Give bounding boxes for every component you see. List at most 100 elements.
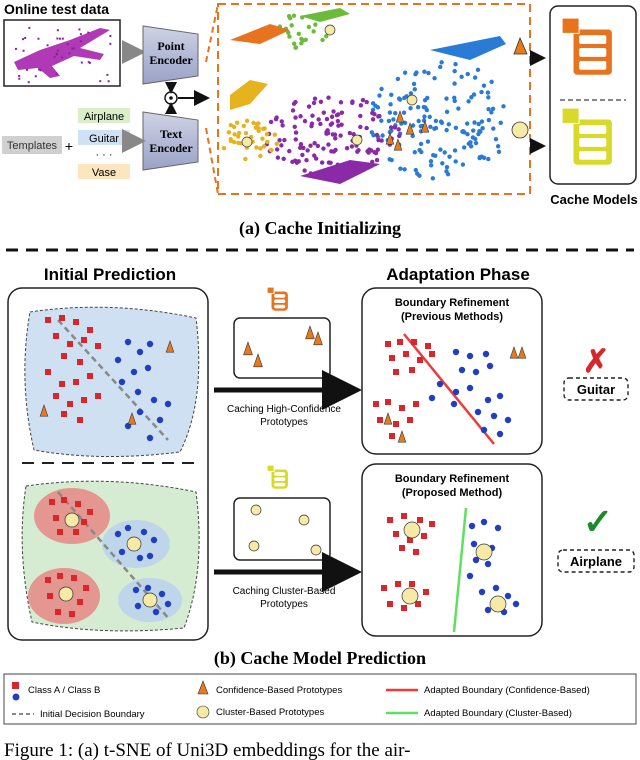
- class-b-point: [504, 592, 512, 600]
- embedding-point: [433, 118, 439, 124]
- embedding-point: [236, 134, 241, 139]
- embedding-point: [310, 113, 315, 118]
- embedding-point: [272, 132, 278, 137]
- embedding-point: [472, 120, 477, 125]
- embedding-point: [438, 147, 443, 152]
- class-b-point: [436, 380, 444, 388]
- text-encoder: Text Encoder: [142, 111, 199, 171]
- embedding-point: [461, 145, 467, 150]
- class-a-point: [73, 379, 79, 385]
- class-b-point: [136, 554, 144, 562]
- guitar-result-box: [563, 377, 629, 401]
- class-a-point: [87, 509, 93, 515]
- embedding-point: [349, 144, 355, 149]
- pc-point: [72, 47, 75, 50]
- class-a-point: [95, 393, 101, 399]
- embedding-point: [416, 118, 421, 124]
- embedding-point: [356, 148, 361, 153]
- embedding-point: [431, 152, 436, 158]
- embedding-point: [243, 130, 249, 136]
- embedding-point: [440, 161, 445, 166]
- guitar-result-label: Guitar: [577, 382, 615, 397]
- legend-class-ab: Class A / Class B: [28, 685, 100, 696]
- cache-models-box: [549, 5, 637, 185]
- embedding-point: [324, 131, 329, 136]
- class-a-point: [53, 515, 59, 521]
- pc-point: [79, 40, 82, 43]
- class-a-point: [423, 589, 429, 595]
- caching-cluster-label-1: Caching Cluster-Based: [233, 586, 336, 597]
- pc-point: [78, 28, 81, 31]
- embedding-point: [490, 106, 496, 112]
- embedding-point: [475, 67, 481, 72]
- embedding-point: [456, 106, 461, 111]
- embedding-point: [287, 148, 292, 154]
- class-airplane-label: Airplane: [84, 111, 124, 123]
- class-b-point: [504, 416, 512, 424]
- embedding-point: [231, 139, 237, 145]
- embedding-point: [442, 150, 447, 155]
- class-a-point: [61, 353, 67, 359]
- legend-cluster-protos: Cluster-Based Prototypes: [216, 707, 324, 718]
- embedding-point: [453, 61, 458, 67]
- pc-point: [56, 29, 59, 32]
- embedding-point: [277, 138, 282, 143]
- embedding-point: [279, 119, 284, 124]
- class-b-point: [458, 366, 466, 374]
- class-a-point: [413, 549, 419, 555]
- embedding-point: [479, 89, 484, 95]
- embedding-point: [282, 137, 287, 143]
- confidence-prototype: [305, 325, 315, 340]
- plane-shape-blue: [430, 36, 506, 60]
- class-b-point: [136, 348, 144, 356]
- embedding-point: [428, 124, 433, 130]
- class-a-point: [81, 519, 87, 525]
- pc-point: [56, 49, 59, 52]
- embedding-point: [241, 123, 246, 129]
- embedding-point: [333, 147, 338, 153]
- embedding-point: [498, 120, 503, 125]
- embedding-point: [296, 31, 302, 37]
- embedding-point: [275, 155, 281, 160]
- server-slot: [274, 304, 286, 309]
- legend-adapted-cluster: Adapted Boundary (Cluster-Based): [424, 708, 572, 719]
- embedding-point: [326, 142, 331, 147]
- embedding-point: [496, 149, 502, 155]
- embedding-point: [452, 95, 457, 101]
- embedding-point: [256, 126, 261, 131]
- class-a-point: [429, 351, 435, 357]
- class-a-point: [421, 533, 427, 539]
- embedding-point: [305, 148, 310, 153]
- embedding-point: [306, 24, 312, 30]
- class-a-point: [401, 605, 407, 611]
- embedding-point: [386, 118, 392, 124]
- class-airplane-box: [78, 108, 130, 123]
- class-b-point: [512, 600, 520, 608]
- embedding-point: [226, 130, 232, 135]
- embedding-point: [491, 126, 496, 131]
- class-b-point: [466, 352, 474, 360]
- embedding-point: [485, 90, 491, 95]
- class-b-point: [130, 368, 138, 376]
- class-a-point: [59, 381, 65, 387]
- embedding-point: [303, 37, 308, 42]
- embedding-point: [329, 149, 334, 154]
- svg-text:Point: Point: [157, 39, 184, 53]
- embedding-point: [308, 143, 313, 148]
- class-a-point: [373, 401, 379, 407]
- class-a-point: [401, 513, 407, 519]
- embedding-point: [370, 101, 376, 106]
- proposed-method-title-1: Boundary Refinement: [395, 473, 510, 485]
- pc-point: [56, 37, 59, 40]
- class-b-point: [146, 434, 154, 442]
- confidence-prototype: [393, 138, 403, 151]
- embedding-point: [495, 144, 501, 149]
- embedding-point: [402, 70, 408, 75]
- embedding-point: [428, 159, 434, 164]
- class-a-point: [45, 577, 51, 583]
- embedding-point: [331, 109, 336, 114]
- embedding-point: [374, 132, 380, 138]
- embedding-point: [466, 99, 471, 104]
- class-a-point: [87, 373, 93, 379]
- embedding-point: [290, 108, 296, 113]
